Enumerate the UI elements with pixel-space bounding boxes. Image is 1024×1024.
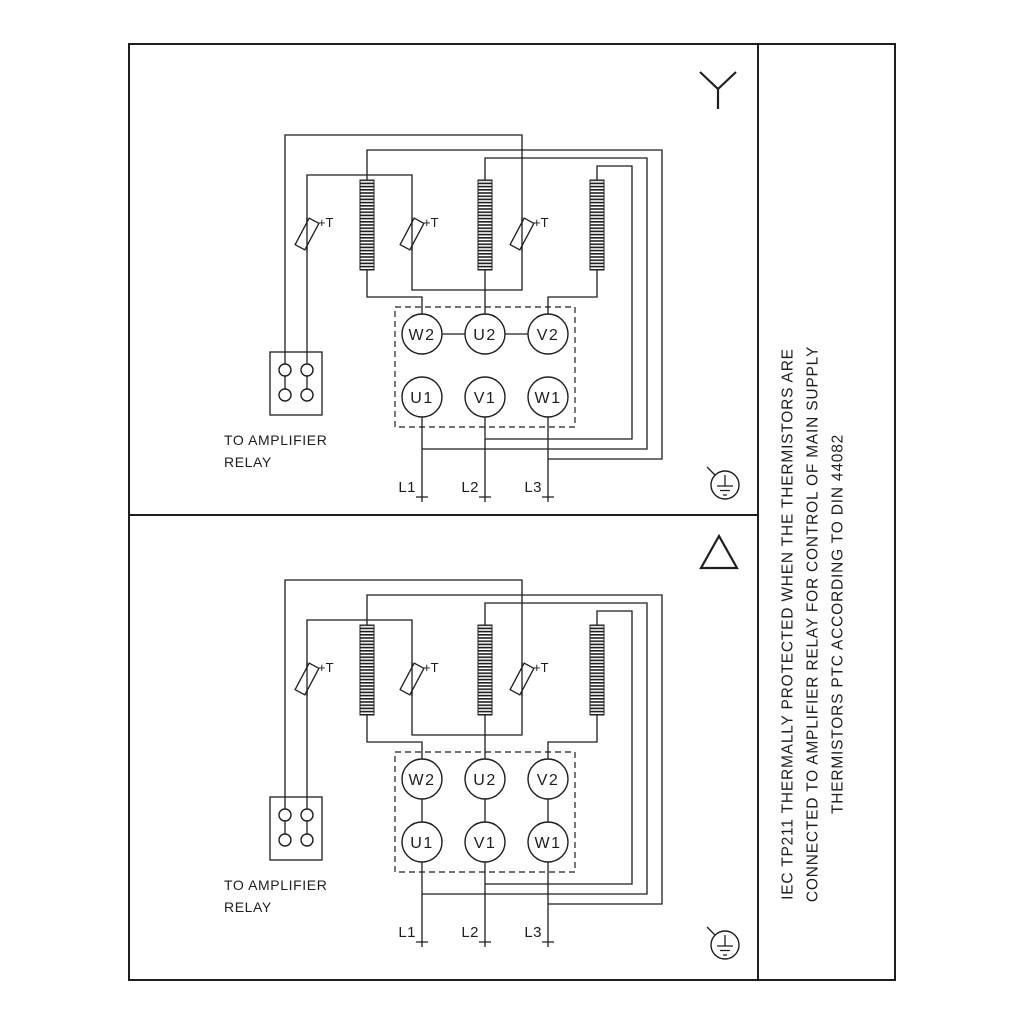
relay-terminal (278, 363, 292, 377)
note-line-1: IEC TP211 THERMALLY PROTECTED WHEN THE T… (779, 348, 797, 900)
motor-winding-3 (589, 179, 605, 271)
winding1-loop-wire (366, 149, 663, 460)
diagram-column: +T +T +T W2 (130, 45, 757, 979)
terminal-v2: V2 (527, 313, 569, 355)
terminal-w1: W1 (527, 376, 569, 418)
supply-lines (421, 862, 549, 947)
ptc-thermistor-icon: +T (509, 215, 549, 251)
relay-terminal (300, 808, 314, 822)
ptc-thermistor-icon: +T (294, 660, 334, 696)
terminal-v1: V1 (464, 821, 506, 863)
motor-winding-2 (477, 179, 493, 271)
terminal-w2: W2 (401, 313, 443, 355)
thermistor-label: +T (423, 660, 439, 675)
thermistor-label: +T (318, 215, 334, 230)
relay-terminal (278, 808, 292, 822)
thermistor-chain-wire (284, 579, 523, 797)
supply-label-l2: L2 (461, 479, 479, 496)
terminal-v2: V2 (527, 758, 569, 800)
terminal-label: U2 (473, 772, 496, 789)
terminal-label: W1 (535, 390, 562, 407)
winding1-terminal-wire (366, 270, 423, 314)
supply-label-l3: L3 (524, 479, 542, 496)
terminal-label: V1 (474, 390, 497, 407)
terminal-label: U2 (473, 327, 496, 344)
ptc-thermistor-icon: +T (399, 660, 439, 696)
terminal-label: V2 (537, 327, 560, 344)
relay-caption-line2: RELAY (224, 899, 272, 915)
relay-terminal (278, 388, 292, 402)
terminal-u2: U2 (464, 758, 506, 800)
terminal-label: V2 (537, 772, 560, 789)
note-line-2: CONNECTED TO AMPLIFIER RELAY FOR CONTROL… (804, 345, 822, 903)
winding3-loop-wire (485, 610, 633, 885)
delta-connection-icon (699, 533, 739, 570)
supply-label-l1: L1 (398, 924, 416, 941)
terminal-label: W2 (409, 772, 436, 789)
motor-winding-1 (359, 179, 375, 271)
ptc-thermistor-icon: +T (509, 660, 549, 696)
supply-label-l3: L3 (524, 924, 542, 941)
earth-ground-icon (706, 926, 740, 960)
amplifier-relay-box (269, 796, 323, 861)
motor-winding-3 (589, 624, 605, 716)
motor-winding-1 (359, 624, 375, 716)
supply-lines (421, 417, 549, 502)
terminal-label: W1 (535, 835, 562, 852)
terminal-w1: W1 (527, 821, 569, 863)
note-line-3: THERMISTORS PTC ACCORDING TO DIN 44082 (829, 434, 847, 815)
supply-label-l1: L1 (398, 479, 416, 496)
earth-ground-icon (706, 466, 740, 500)
thermistor-label: +T (318, 660, 334, 675)
winding3-terminal-wire (547, 715, 598, 759)
winding1-terminal-wire (366, 715, 423, 759)
relay-caption-line1: TO AMPLIFIER (224, 877, 327, 893)
note-text: IEC TP211 THERMALLY PROTECTED WHEN THE T… (776, 346, 851, 902)
note-sidebar: IEC TP211 THERMALLY PROTECTED WHEN THE T… (757, 45, 894, 979)
terminal-label: V1 (474, 835, 497, 852)
relay-terminal (300, 388, 314, 402)
terminal-w2: W2 (401, 758, 443, 800)
amplifier-relay-box (269, 351, 323, 416)
relay-caption-line2: RELAY (224, 454, 272, 470)
winding3-loop-wire (485, 165, 633, 440)
relay-terminal (300, 363, 314, 377)
motor-winding-2 (477, 624, 493, 716)
delta-jumper (421, 799, 549, 822)
terminal-label: U1 (410, 835, 433, 852)
relay-caption-line1: TO AMPLIFIER (224, 432, 327, 448)
relay-terminal (278, 833, 292, 847)
star-connection-panel: +T +T +T W2 (224, 71, 740, 502)
terminal-u2: U2 (464, 313, 506, 355)
thermistor-label: +T (533, 215, 549, 230)
thermistor-label: +T (423, 215, 439, 230)
terminal-v1: V1 (464, 376, 506, 418)
winding1-loop-wire (366, 594, 663, 905)
star-connection-icon (699, 71, 737, 109)
ptc-thermistor-icon: +T (399, 215, 439, 251)
diagram-frame: +T +T +T W2 (128, 43, 896, 981)
relay-terminal (300, 833, 314, 847)
terminal-label: U1 (410, 390, 433, 407)
winding2-loop-wire (422, 157, 648, 450)
terminal-u1: U1 (401, 821, 443, 863)
terminal-u1: U1 (401, 376, 443, 418)
terminal-label: W2 (409, 327, 436, 344)
ptc-thermistor-icon: +T (294, 215, 334, 251)
supply-label-l2: L2 (461, 924, 479, 941)
thermistor-label: +T (533, 660, 549, 675)
thermistor-chain-wire (284, 134, 523, 352)
winding2-loop-wire (422, 602, 648, 895)
winding3-terminal-wire (547, 270, 598, 314)
delta-connection-panel: +T +T +T (224, 533, 740, 960)
panel-divider (130, 514, 757, 516)
